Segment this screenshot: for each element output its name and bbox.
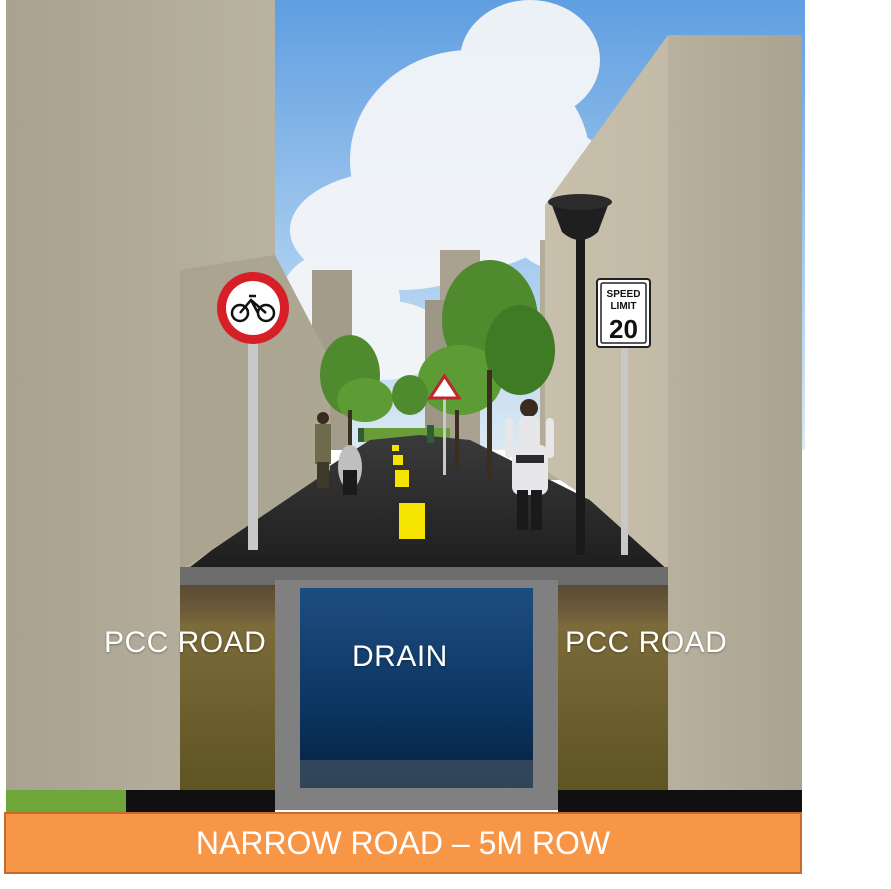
dark-ground-right: [558, 790, 802, 812]
motorcycle: [338, 445, 362, 495]
drain-label: DRAIN: [352, 640, 448, 673]
caption-text: NARROW ROAD – 5M ROW: [195, 824, 611, 861]
speed-sign-value: 20: [609, 314, 638, 344]
drain-channel: [300, 588, 533, 788]
pcc-road-label-left: PCC ROAD: [104, 626, 267, 659]
lawn-strip: [6, 790, 126, 812]
tree-trunks: [348, 370, 492, 480]
no-cycling-sign: [217, 272, 289, 550]
caption-bar: NARROW ROAD – 5M ROW: [4, 812, 802, 874]
speed-sign-line2: LIMIT: [610, 301, 636, 312]
pedestrian-left: [315, 412, 331, 488]
speed-limit-sign: SPEED LIMIT 20: [596, 278, 651, 555]
pcc-road-label-right: PCC ROAD: [565, 626, 728, 659]
road-markings: [392, 445, 425, 539]
drain-bottom-texture: [300, 760, 533, 788]
soil-right: [558, 585, 668, 790]
road-surface: [180, 435, 668, 570]
dark-ground-left: [126, 790, 275, 812]
distant-people: [358, 425, 434, 443]
street-lamp: [548, 194, 612, 555]
pedestrian-right: [505, 399, 554, 530]
street-trees: [320, 260, 555, 422]
speed-sign-line1: SPEED: [607, 289, 641, 300]
soil-left: [180, 585, 275, 790]
warning-sign: [427, 373, 462, 475]
left-wall-building: [6, 0, 330, 790]
